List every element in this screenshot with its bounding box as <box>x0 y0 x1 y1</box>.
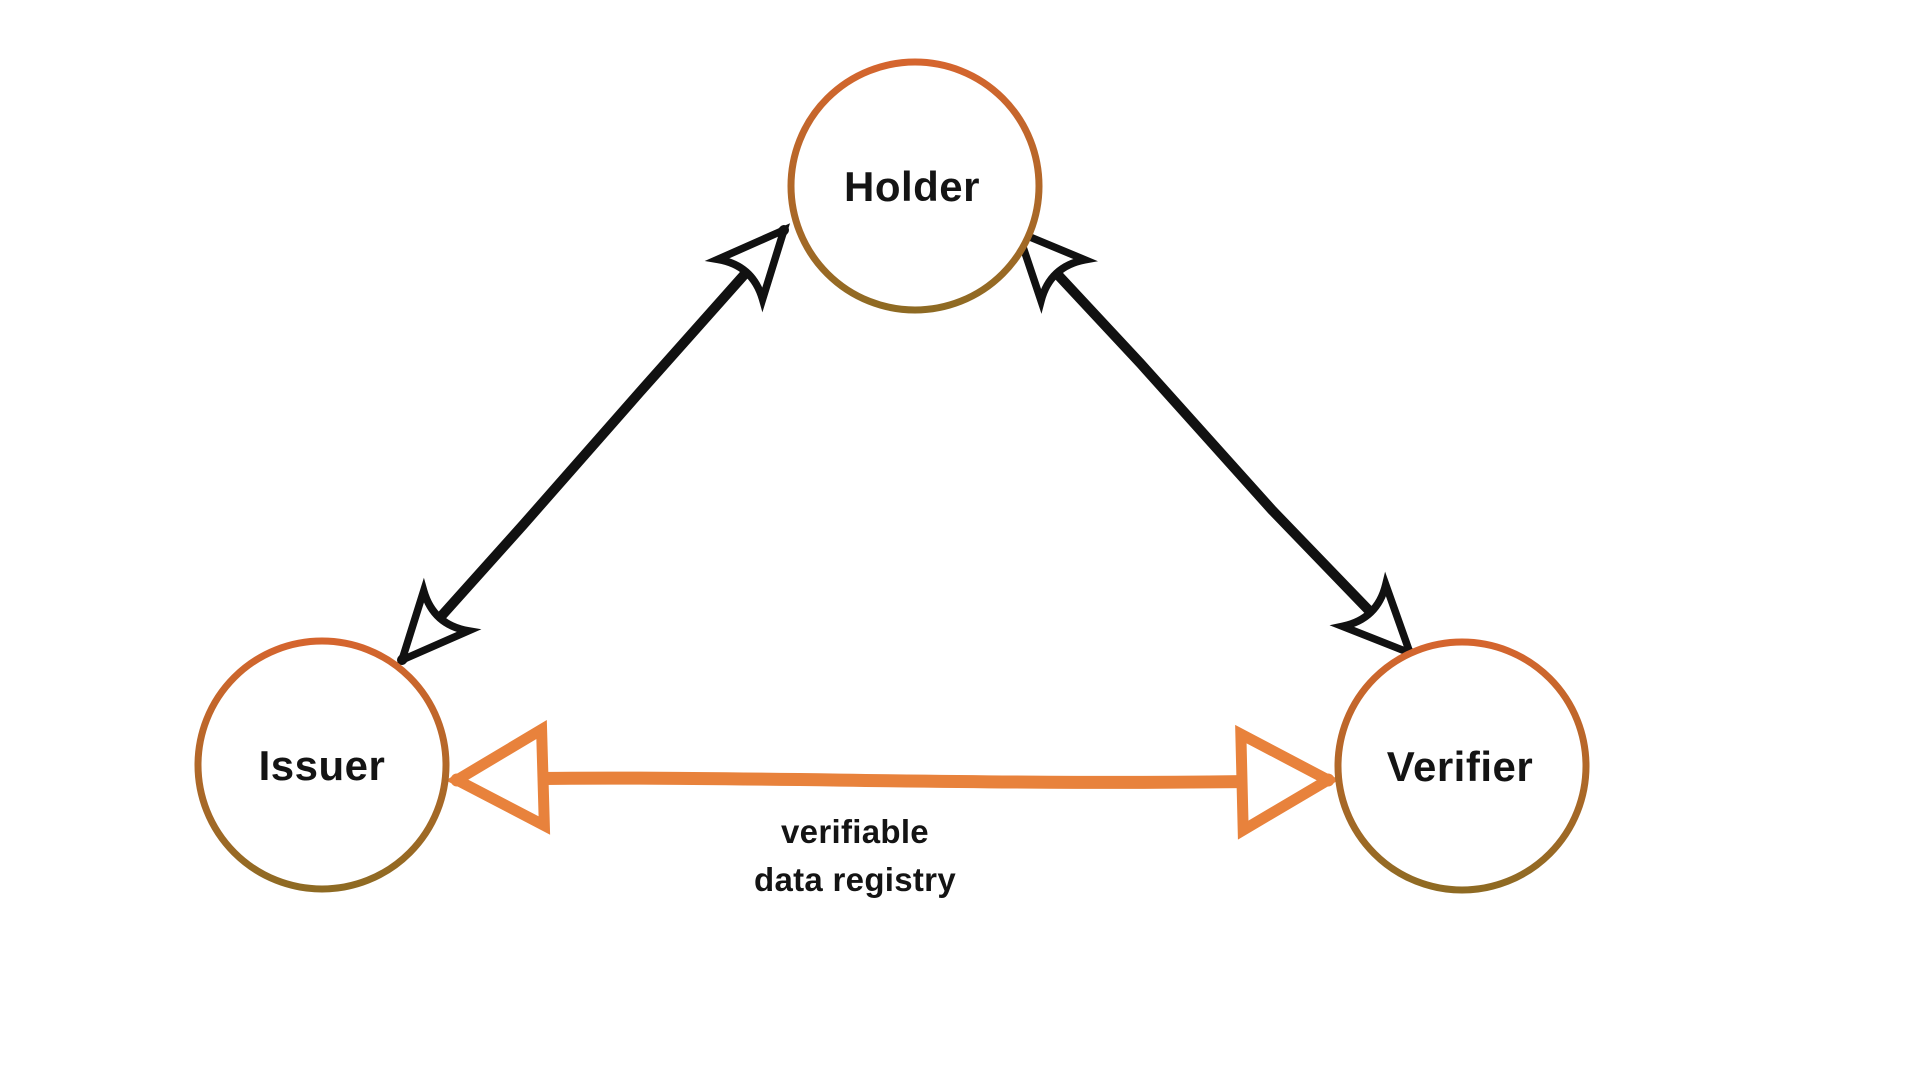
edge-holder-verifier <box>1011 225 1417 660</box>
node-label-verifier: Verifier <box>1387 743 1533 790</box>
node-label-holder: Holder <box>844 163 980 210</box>
node-holder: Holder <box>787 58 1043 314</box>
node-verifier: Verifier <box>1334 638 1590 894</box>
node-circle-holder <box>787 58 1043 314</box>
node-circle-issuer <box>194 637 450 893</box>
edge-label-data-registry: data registry <box>754 861 956 898</box>
node-circle-verifier <box>1334 638 1590 894</box>
node-issuer: Issuer <box>194 637 450 893</box>
node-label-issuer: Issuer <box>259 742 386 789</box>
edge-label-verifiable: verifiable <box>781 813 929 850</box>
edge-issuer-holder <box>395 223 791 667</box>
edge-issuer-verifier <box>445 720 1340 840</box>
